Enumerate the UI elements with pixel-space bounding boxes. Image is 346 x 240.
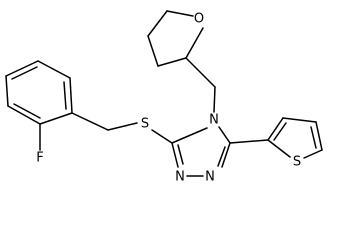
- atom-label-n-left: N: [175, 170, 185, 185]
- bond-triazole-thiophene: [229, 139, 269, 144]
- fluorophenyl-ring: [5, 60, 73, 125]
- bond-ph-double-a: [63, 81, 67, 110]
- bond-c5-n-right-double: [217, 146, 226, 167]
- bond-n-left-c3: [171, 142, 179, 168]
- bond-thf-c2-ch2: [185, 57, 216, 88]
- bond-th-c4-c5-double: [310, 126, 317, 149]
- bond-c3-n4: [171, 127, 208, 144]
- bond-thf-c5-o: [166, 10, 194, 17]
- bond-c5-n-right: [221, 142, 231, 168]
- atom-label-n-right: N: [205, 170, 215, 185]
- atom-s-thioether: S: [141, 117, 149, 132]
- atom-o-thf: O: [194, 12, 204, 27]
- molecule-structure-diagram: O N S N N F S: [5, 10, 323, 185]
- bond-s-ch2: [107, 122, 138, 131]
- bond-ph-5-6: [37, 60, 71, 79]
- atom-n4: N: [209, 113, 219, 128]
- bond-ph-3-4: [5, 75, 9, 107]
- atom-label-s-thioether: S: [141, 117, 149, 132]
- atom-label-n4: N: [209, 113, 219, 128]
- tetrahydrofuran-ring: [147, 10, 204, 67]
- bond-ph-4-5: [5, 60, 39, 77]
- bond-ph-double-c: [11, 66, 38, 80]
- bond-n4-c5-right: [218, 126, 231, 144]
- atom-label-o: O: [194, 12, 204, 27]
- bond-ph-2-3: [7, 105, 41, 125]
- bond-ph-1-2: [39, 112, 73, 125]
- bond-thf-c4-c5: [147, 10, 168, 37]
- bond-th-c4-c5: [315, 121, 323, 151]
- bond-th-c2-c3: [267, 117, 284, 141]
- bond-ch2-n4: [213, 86, 216, 113]
- bond-th-c5-s: [303, 149, 323, 159]
- bond-th-s-c2: [267, 139, 291, 158]
- triazole-ring: [171, 126, 231, 177]
- bond-n-left-c3-double: [177, 144, 184, 165]
- bond-ph-double-b: [13, 103, 41, 119]
- bond-th-c2-c3-double: [273, 122, 287, 141]
- bond-ch2-phenyl: [71, 112, 109, 131]
- bond-thf-o-c2: [185, 27, 204, 59]
- thiophene-ring: [267, 117, 323, 159]
- atom-label-f: F: [36, 151, 43, 166]
- bond-thf-c3-c4: [147, 35, 159, 67]
- atom-n-triazole-right: N: [205, 170, 215, 185]
- bond-ph-6-1: [69, 77, 73, 114]
- bond-c3-s: [151, 129, 173, 144]
- bond-thf-c2-c3: [157, 57, 187, 67]
- bond-th-c3-c4: [282, 117, 317, 123]
- atom-f: F: [36, 151, 43, 166]
- atom-n-triazole-left: N: [175, 170, 185, 185]
- atom-s-thiophene: S: [293, 155, 301, 170]
- atom-label-s-thiophene: S: [293, 155, 301, 170]
